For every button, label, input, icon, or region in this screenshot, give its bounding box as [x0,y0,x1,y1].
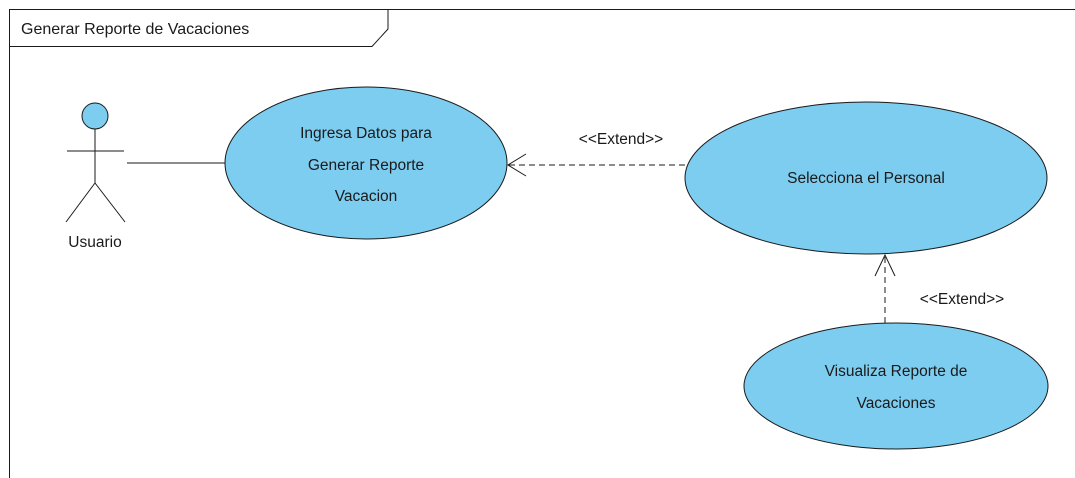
extend-label: <<Extend>> [579,131,663,148]
use-case-label-line: Generar Reporte [308,157,424,174]
use-case-ingresa-datos: Ingresa Datos para Generar Reporte Vacac… [224,86,508,240]
diagram-frame: Generar Reporte de Vacaciones [9,9,1075,478]
use-case-ellipse [743,322,1049,450]
use-case-label-line: Vacaciones [857,395,936,412]
actor-label: Usuario [68,234,121,251]
extend-arrowhead [507,153,527,177]
actor-right-leg [94,182,126,223]
frame-title-tab [9,9,389,47]
actor-head [81,102,109,130]
frame-title: Generar Reporte de Vacaciones [21,21,249,38]
extend-relation: <<Extend>> [874,253,1004,323]
use-case-label-line: Ingresa Datos para [300,125,432,142]
use-case-label-line: Visualiza Reporte de [825,363,968,380]
extend-arrowhead [874,253,896,277]
use-case-label-line: Vacacion [335,188,398,205]
extend-relation: <<Extend>> [507,131,685,177]
extend-label: <<Extend>> [920,291,1004,308]
use-case-selecciona-personal: Selecciona el Personal [684,101,1048,255]
use-case-ellipse [684,101,1048,255]
use-case-label-line: Selecciona el Personal [787,170,945,187]
actor-left-leg [65,182,96,223]
use-case-ellipse [224,86,508,240]
use-case-visualiza-reporte: Visualiza Reporte de Vacaciones [743,322,1049,450]
actor-usuario: Usuario [65,102,126,251]
